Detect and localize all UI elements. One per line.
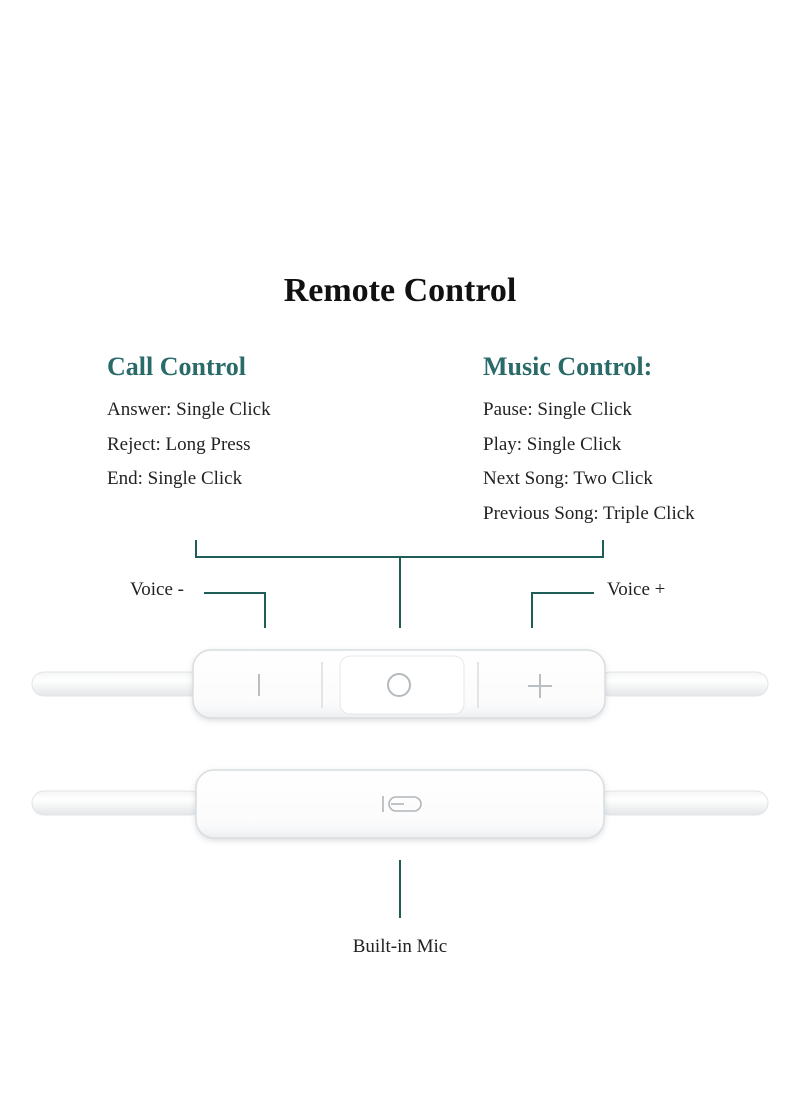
built-in-mic-label: Built-in Mic (352, 936, 448, 957)
call-control-item-answer: Answer: Single Click (107, 399, 271, 420)
mic-cable-left (31, 790, 203, 816)
music-control-item-play: Play: Single Click (483, 433, 622, 455)
voice-plus-label: Voice + (607, 579, 666, 600)
bracket-line (195, 540, 604, 558)
voice-plus-button[interactable] (528, 674, 552, 698)
call-control-item-reject: Reject: Long Press (107, 433, 251, 455)
call-control-list: Answer: Single Click Reject: Long Press … (107, 393, 271, 497)
music-control-item-next-song: Next Song: Two Click (483, 468, 653, 489)
music-control-item-previous-song: Previous Song: Triple Click (483, 502, 695, 524)
cable-right (597, 671, 769, 697)
voice-minus-pointer-line (204, 592, 266, 628)
plus-icon (528, 674, 552, 698)
circle-icon (387, 673, 411, 697)
microphone-unit (31, 769, 769, 839)
microphone-icon (382, 796, 422, 812)
remote-center-panel (339, 655, 465, 715)
voice-plus-pointer-line (531, 592, 594, 628)
voice-minus-label: Voice - (130, 579, 184, 600)
callout-lines (195, 540, 604, 918)
call-control-item-end: End: Single Click (107, 468, 243, 489)
cable-left (31, 671, 203, 697)
music-control-list: Pause: Single Click Play: Single Click N… (483, 393, 695, 531)
mic-cable-right (597, 790, 769, 816)
music-control-heading: Music Control: (483, 352, 653, 381)
remote-control-unit (31, 649, 769, 719)
page-title: Remote Control (283, 272, 517, 309)
call-control-heading: Call Control (107, 352, 246, 381)
music-control-item-pause: Pause: Single Click (483, 399, 632, 420)
center-button[interactable] (387, 673, 411, 697)
